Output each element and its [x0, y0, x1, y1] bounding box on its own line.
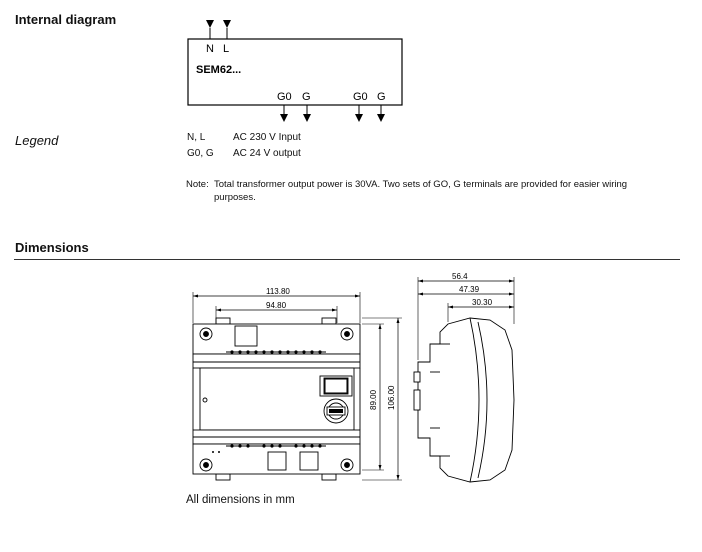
terminal-g0-a: G0	[277, 91, 292, 103]
dimensions-footer: All dimensions in mm	[186, 494, 295, 506]
legend-code-1: N, L	[187, 132, 206, 143]
terminal-n: N	[206, 43, 214, 55]
legend-desc-1: AC 230 V Input	[233, 132, 301, 143]
internal-diagram-heading: Internal diagram	[15, 12, 117, 27]
note-line-1: Total transformer output power is 30VA. …	[214, 179, 628, 190]
terminal-g-a: G	[302, 91, 311, 103]
section-divider	[14, 259, 680, 260]
terminal-dots-bottom	[212, 444, 322, 453]
terminal-dots-top	[230, 350, 322, 354]
device-box	[187, 38, 403, 106]
dim-depth-mid: 47.39	[459, 285, 480, 294]
legend-code-2: G0, G	[187, 148, 214, 159]
terminal-g0-b: G0	[353, 91, 368, 103]
dimensions-heading: Dimensions	[15, 240, 89, 255]
legend-title: Legend	[15, 133, 59, 148]
dim-width-inner: 94.80	[266, 301, 287, 310]
note-line-2: purposes.	[214, 192, 256, 203]
side-body	[413, 317, 515, 483]
dim-height-inner: 89.00	[369, 389, 378, 410]
arrow-g-a	[303, 114, 311, 122]
note-label: Note:	[186, 179, 209, 190]
dim-depth-front: 30.30	[472, 298, 493, 307]
arrow-g0-a	[280, 114, 288, 122]
arrow-g0-b	[355, 114, 363, 122]
arrow-n	[206, 20, 214, 28]
dim-depth-total: 56.4	[452, 272, 468, 281]
dim-width-outer: 113.80	[266, 287, 290, 296]
internal-diagram: N L SEM62... G0 G G0 G	[187, 20, 403, 122]
front-body	[192, 317, 361, 481]
dim-height-outer: 106.00	[387, 385, 396, 410]
terminal-g-b: G	[377, 91, 386, 103]
device-label: SEM62...	[196, 64, 241, 76]
terminal-l: L	[223, 43, 229, 55]
arrow-l	[223, 20, 231, 28]
legend-desc-2: AC 24 V output	[233, 148, 301, 159]
arrow-g-b	[377, 114, 385, 122]
